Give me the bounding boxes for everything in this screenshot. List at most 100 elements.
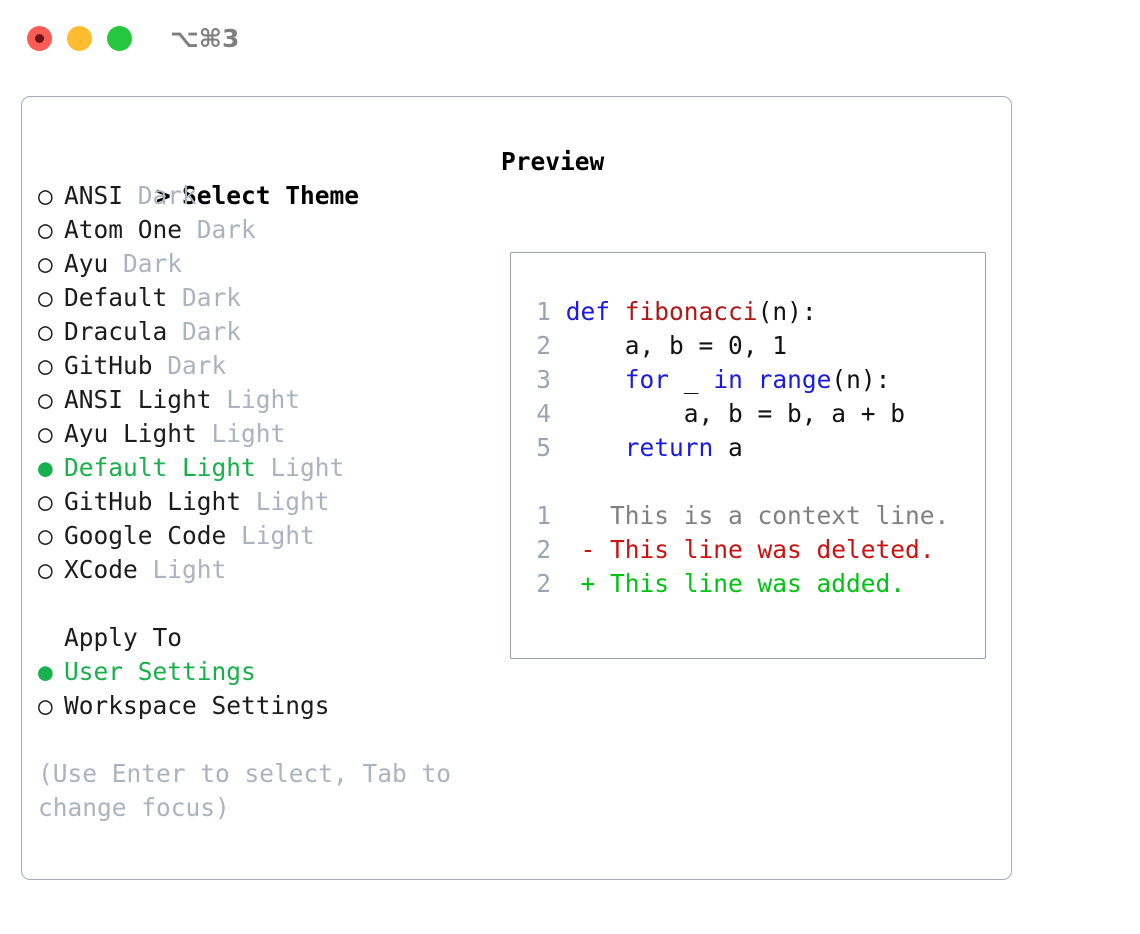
preview-heading: Preview bbox=[501, 147, 605, 176]
theme-list-item[interactable]: ○ GitHub Light Light bbox=[38, 485, 478, 519]
code-line: 2 a, b = 0, 1 bbox=[523, 329, 983, 363]
diff-line-text: This line was added. bbox=[610, 569, 906, 598]
maximize-window-button[interactable] bbox=[107, 26, 132, 51]
code-line-number: 1 bbox=[536, 297, 551, 326]
theme-selection-column: >Select Theme ○ANSI Dark○Atom One Dark○A… bbox=[38, 145, 478, 825]
radio-unselected-icon: ○ bbox=[38, 317, 53, 346]
radio-unselected-icon: ○ bbox=[38, 283, 53, 312]
theme-name-label: Ayu bbox=[64, 249, 109, 278]
theme-mode-badge: Light bbox=[241, 487, 330, 516]
diff-line: 1 This is a context line. bbox=[523, 499, 983, 533]
code-token bbox=[743, 365, 758, 394]
code-token: fibonacci bbox=[624, 297, 758, 326]
theme-name-label: GitHub Light bbox=[64, 487, 242, 516]
code-token bbox=[566, 433, 625, 462]
apply-to-label: Workspace Settings bbox=[64, 691, 330, 720]
code-token: a bbox=[713, 433, 743, 462]
theme-name-label: XCode bbox=[64, 555, 138, 584]
diff-line: 2 + This line was added. bbox=[523, 567, 983, 601]
diff-marker: + bbox=[551, 569, 611, 598]
radio-unselected-icon: ○ bbox=[38, 181, 53, 210]
code-gutter-space bbox=[551, 365, 566, 394]
theme-name-label: Default bbox=[64, 283, 168, 312]
preview-column: Preview 1 def fibonacci(n):2 a, b = 0, 1… bbox=[501, 145, 1001, 659]
theme-list-item[interactable]: ○Ayu Light Light bbox=[38, 417, 478, 451]
keyboard-hint-text: (Use Enter to select, Tab to change focu… bbox=[38, 759, 466, 822]
theme-list-item[interactable]: ○ XCode Light bbox=[38, 553, 478, 587]
code-gutter-space bbox=[551, 331, 566, 360]
apply-to-item[interactable]: ○ Workspace Settings bbox=[38, 689, 478, 723]
theme-list-item[interactable]: ○ANSI Light Light bbox=[38, 383, 478, 417]
diff-sample-lines: 1 This is a context line.2 - This line w… bbox=[523, 499, 983, 601]
theme-name-label: Dracula bbox=[64, 317, 168, 346]
theme-mode-badge: Dark bbox=[123, 181, 197, 210]
code-line-number: 5 bbox=[536, 433, 551, 462]
code-line-number: 2 bbox=[536, 331, 551, 360]
diff-line: 2 - This line was deleted. bbox=[523, 533, 983, 567]
radio-unselected-icon: ○ bbox=[38, 555, 53, 584]
theme-name-label: GitHub bbox=[64, 351, 153, 380]
theme-list-item[interactable]: ○Default Dark bbox=[38, 281, 478, 315]
theme-mode-badge: Light bbox=[137, 555, 227, 584]
code-gutter-space bbox=[551, 399, 566, 428]
radio-unselected-icon: ○ bbox=[38, 487, 53, 516]
theme-name-label: Google Code bbox=[64, 521, 227, 550]
radio-unselected-icon: ○ bbox=[38, 351, 53, 380]
diff-line-number: 2 bbox=[536, 535, 551, 564]
radio-unselected-icon: ○ bbox=[38, 215, 53, 244]
select-theme-heading-label: Select Theme bbox=[182, 181, 360, 210]
code-line: 5 return a bbox=[523, 431, 983, 465]
theme-mode-badge: Dark bbox=[152, 351, 227, 380]
code-line: 4 a, b = b, a + b bbox=[523, 397, 983, 431]
diff-line-number: 1 bbox=[536, 501, 551, 530]
diff-line-text: This is a context line. bbox=[610, 501, 950, 530]
radio-selected-icon: ● bbox=[38, 657, 53, 686]
code-token: return bbox=[624, 433, 714, 462]
theme-mode-badge: Dark bbox=[182, 215, 256, 244]
select-theme-heading: > Select Theme bbox=[38, 145, 478, 210]
code-line: 1 def fibonacci(n): bbox=[523, 295, 983, 329]
theme-list-item[interactable]: ○ GitHub Dark bbox=[38, 349, 478, 383]
diff-marker: - bbox=[551, 535, 611, 564]
radio-unselected-icon: ○ bbox=[38, 249, 53, 278]
diff-line-number: 2 bbox=[536, 569, 551, 598]
diff-line-text: This line was deleted. bbox=[610, 535, 935, 564]
code-line-number: 4 bbox=[536, 399, 551, 428]
code-token: a, b = 0, 1 bbox=[565, 331, 788, 360]
theme-name-label: Atom One bbox=[64, 215, 183, 244]
theme-mode-badge: Light bbox=[196, 419, 286, 448]
code-token: _ bbox=[669, 365, 714, 394]
code-token: in bbox=[713, 365, 743, 394]
apply-to-item[interactable]: ●User Settings bbox=[38, 655, 478, 689]
theme-list-item[interactable]: ○ Ayu Dark bbox=[38, 247, 478, 281]
theme-name-label: Default Light bbox=[64, 453, 256, 482]
radio-selected-icon: ● bbox=[38, 453, 53, 482]
apply-to-list: ●User Settings○ Workspace Settings bbox=[38, 655, 478, 723]
theme-list-item[interactable]: ○Dracula Dark bbox=[38, 315, 478, 349]
theme-name-label: Ayu Light bbox=[64, 419, 197, 448]
theme-list-item[interactable]: ○Google Code Light bbox=[38, 519, 478, 553]
theme-name-label: ANSI Light bbox=[64, 385, 212, 414]
radio-unselected-icon: ○ bbox=[38, 521, 53, 550]
theme-mode-badge: Dark bbox=[108, 249, 183, 278]
code-token: a, b = b, a + b bbox=[565, 399, 906, 428]
prompt-icon: > bbox=[156, 181, 171, 210]
code-token: def bbox=[565, 297, 611, 326]
theme-list-item[interactable]: ○ANSI Dark bbox=[38, 179, 478, 213]
theme-list-item[interactable]: ○ Atom One Dark bbox=[38, 213, 478, 247]
theme-mode-badge: Light bbox=[211, 385, 301, 414]
hint-spacer bbox=[38, 723, 478, 757]
theme-mode-badge: Light bbox=[255, 453, 345, 482]
close-window-button[interactable] bbox=[27, 26, 52, 51]
theme-list-item[interactable]: ● Default Light Light bbox=[38, 451, 478, 485]
code-token: for bbox=[624, 365, 670, 394]
minimize-window-button[interactable] bbox=[67, 26, 92, 51]
code-token: (n): bbox=[831, 365, 891, 394]
theme-picker-panel: >Select Theme ○ANSI Dark○Atom One Dark○A… bbox=[21, 96, 1012, 880]
code-gutter-space bbox=[551, 433, 566, 462]
radio-unselected-icon: ○ bbox=[38, 691, 53, 720]
